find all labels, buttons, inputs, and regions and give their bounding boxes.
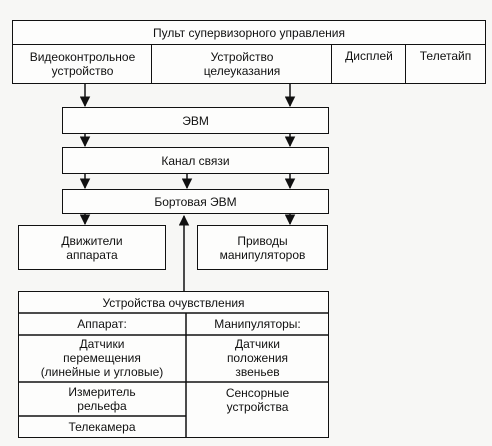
display-box: Дисплей: [331, 44, 407, 84]
manipulator-drives-line-2: манипуляторов: [219, 247, 306, 262]
thrusters-line-2: аппарата: [66, 247, 118, 262]
thrusters-box: Движители аппарата: [18, 225, 166, 270]
tactile-devices-line-2: устройства: [226, 400, 289, 414]
target-designator-line-1: Устройство: [210, 50, 274, 64]
terrain-meter-line-1: Измеритель: [68, 385, 136, 399]
tactile-devices-cell: Сенсорные устройства: [186, 383, 329, 423]
motion-sensors-line-1: Датчики: [79, 337, 125, 351]
link-sensors-line-2: положения: [226, 351, 289, 365]
tactile-devices-line-1: Сенсорные: [225, 386, 290, 400]
link-sensors-line-1: Датчики: [235, 337, 280, 351]
thrusters-line-1: Движители: [61, 233, 123, 248]
motion-sensors-line-2: перемещения: [63, 351, 141, 365]
computer-box: ЭВМ: [62, 107, 329, 134]
teletype-box: Телетайп: [405, 44, 486, 84]
console-title: Пульт супервизорного управления: [12, 20, 486, 46]
video-monitor-line-2: устройство: [51, 64, 114, 78]
manipulator-drives-box: Приводы манипуляторов: [197, 225, 328, 270]
comm-channel-box: Канал связи: [62, 147, 329, 174]
motion-sensors-line-3: (линейные и угловые): [40, 365, 164, 379]
vehicle-sensors-header: Аппарат:: [77, 317, 127, 331]
manipulator-drives-line-1: Приводы: [237, 233, 288, 248]
camera-cell: Телекамера: [68, 420, 136, 434]
link-sensors-cell: Датчики положения звеньев: [186, 335, 329, 381]
sensing-block: [18, 291, 329, 438]
video-monitor-line-1: Видеоконтрольное: [29, 50, 136, 64]
video-monitor-box: Видеоконтрольное устройство: [12, 44, 153, 84]
sensing-title: Устройства очувствления: [102, 295, 245, 310]
link-sensors-line-3: звеньев: [235, 365, 280, 379]
motion-sensors-cell: Датчики перемещения (линейные и угловые): [18, 335, 186, 381]
terrain-meter-line-2: рельефа: [77, 399, 127, 413]
manipulator-sensors-header: Манипуляторы:: [214, 317, 301, 331]
onboard-computer-box: Бортовая ЭВМ: [62, 189, 329, 214]
target-designator-line-2: целеуказания: [203, 64, 281, 78]
terrain-meter-cell: Измеритель рельефа: [18, 383, 186, 415]
target-designator-box: Устройство целеуказания: [151, 44, 333, 84]
